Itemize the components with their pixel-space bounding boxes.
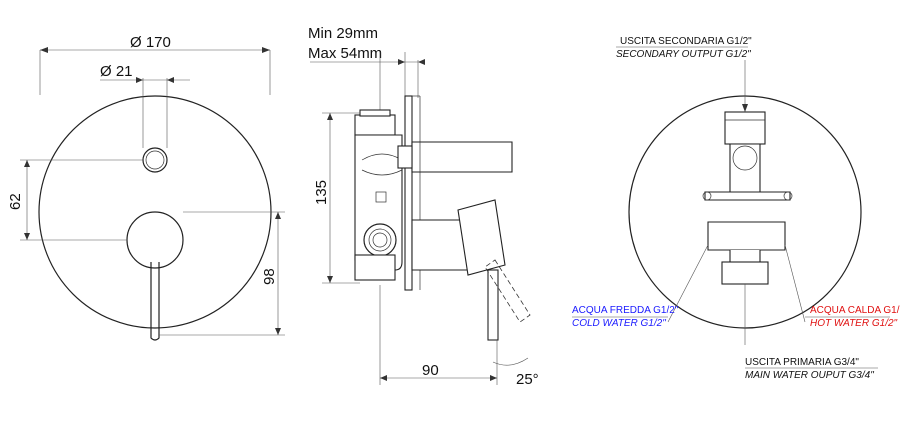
tilted-lever-dashed — [484, 259, 531, 323]
main-output-label-it: USCITA PRIMARIA G3/4" — [745, 357, 859, 368]
min-depth-label: Min 29mm — [308, 25, 378, 42]
side-diverter-knob — [411, 141, 513, 173]
valve-window — [375, 191, 387, 203]
cold-water-label-en: COLD WATER G1/2" — [572, 318, 666, 329]
angle-label: 25° — [516, 371, 539, 388]
secondary-output-label-en: SECONDARY OUTPUT G1/2" — [616, 49, 751, 60]
dim-98-label: 98 — [261, 268, 278, 285]
cold-leader-line — [667, 244, 709, 323]
front-view: Ø 170 Ø 21 62 98 — [7, 34, 285, 341]
rear-bottom-outlet — [721, 261, 769, 285]
rear-top-outlet — [724, 111, 766, 145]
rear-mixer-body — [707, 221, 786, 251]
cold-water-label-it: ACQUA FREDDA G1/2" — [572, 305, 679, 316]
side-cover-plate — [404, 95, 413, 291]
diverter-knob-outer — [142, 147, 168, 173]
side-view: Min 29mm Max 54mm — [308, 25, 539, 388]
top-outlet-connector — [354, 114, 396, 136]
max-depth-label: Max 54mm — [308, 45, 382, 62]
secondary-output-label-it: USCITA SECONDARIA G1/2" — [620, 36, 752, 47]
diameter-21-label: Ø 21 — [100, 63, 133, 80]
dim-135-label: 135 — [313, 180, 330, 205]
hot-water-label-it: ACQUA CALDA G1/2" — [810, 305, 900, 316]
dim-90-label: 90 — [422, 362, 439, 379]
handle-cap — [457, 199, 506, 276]
diverter-knob-inner — [145, 150, 165, 170]
rear-view: USCITA SECONDARIA G1/2" SECONDARY OUTPUT… — [572, 36, 900, 381]
rear-crossbar — [704, 191, 791, 201]
main-output-label-en: MAIN WATER OUPUT G3/4" — [745, 370, 874, 381]
bottom-outlet-connector — [354, 254, 396, 281]
angle-arc — [492, 357, 529, 366]
mixer-lever — [150, 262, 160, 341]
valve-body — [354, 134, 403, 271]
diameter-170-label: Ø 170 — [130, 34, 171, 51]
side-lever — [487, 269, 499, 341]
hot-water-label-en: HOT WATER G1/2" — [810, 318, 898, 329]
dim-62-label: 62 — [7, 193, 24, 210]
mixer-handle-base — [126, 211, 184, 269]
hot-leader-line — [784, 244, 806, 323]
